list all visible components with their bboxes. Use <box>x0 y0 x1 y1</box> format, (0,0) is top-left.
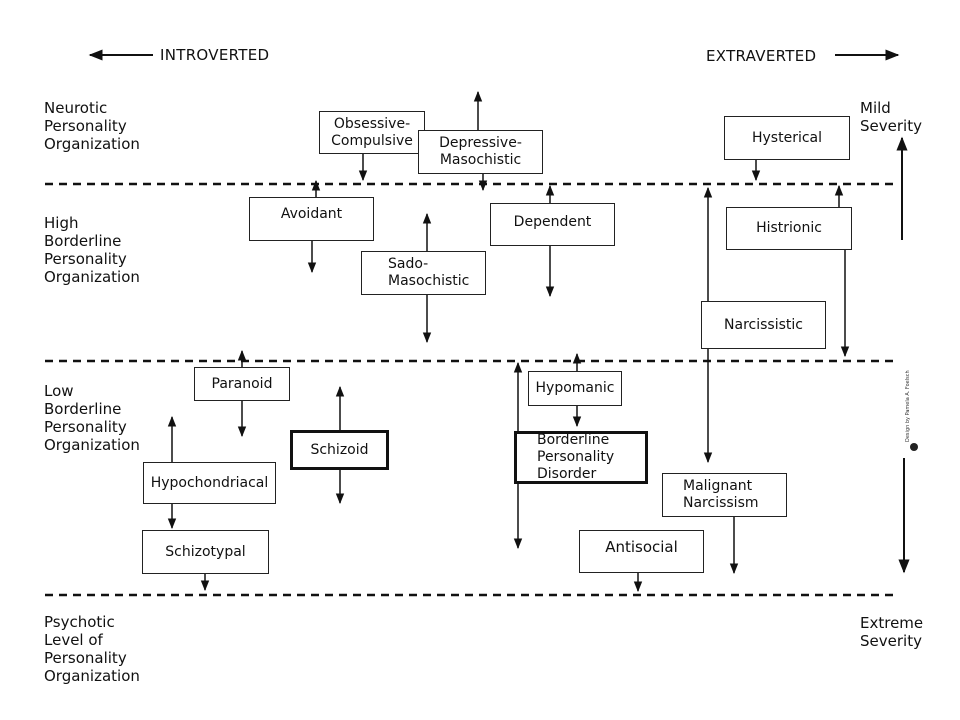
box-paranoid: Paranoid <box>194 367 290 401</box>
extraverted-label: EXTRAVERTED <box>706 47 817 65</box>
box-borderline-personality-disorder: Borderline Personality Disorder <box>514 431 648 484</box>
level-psychotic: Psychotic Level of Personality Organizat… <box>44 613 140 685</box>
box-hysterical: Hysterical <box>724 116 850 160</box>
design-credit: Design by Pamela A. Foelsch <box>905 370 911 442</box>
box-sado-masochistic: Sado- Masochistic <box>361 251 486 295</box>
box-avoidant: Avoidant <box>249 197 374 241</box>
box-hypochondriacal: Hypochondriacal <box>143 462 276 504</box>
box-malignant-narcissism: Malignant Narcissism <box>662 473 787 517</box>
box-antisocial: Antisocial <box>579 530 704 573</box>
box-narcissistic: Narcissistic <box>701 301 826 349</box>
box-obsessive-compulsive: Obsessive- Compulsive <box>319 111 425 154</box>
level-low-borderline: Low Borderline Personality Organization <box>44 382 140 454</box>
severity-extreme: Extreme Severity <box>860 614 924 650</box>
box-histrionic: Histrionic <box>726 207 852 250</box>
level-high-borderline: High Borderline Personality Organization <box>44 214 140 286</box>
box-hypomanic: Hypomanic <box>528 371 622 406</box>
box-schizotypal: Schizotypal <box>142 530 269 574</box>
severity-mild: Mild Severity <box>860 99 922 135</box>
box-depressive-masochistic: Depressive- Masochistic <box>418 130 543 174</box>
box-schizoid: Schizoid <box>290 430 389 470</box>
level-neurotic: Neurotic Personality Organization <box>44 99 140 153</box>
introverted-label: INTROVERTED <box>160 46 270 64</box>
box-dependent: Dependent <box>490 203 615 246</box>
credit-logo-icon <box>910 443 918 451</box>
